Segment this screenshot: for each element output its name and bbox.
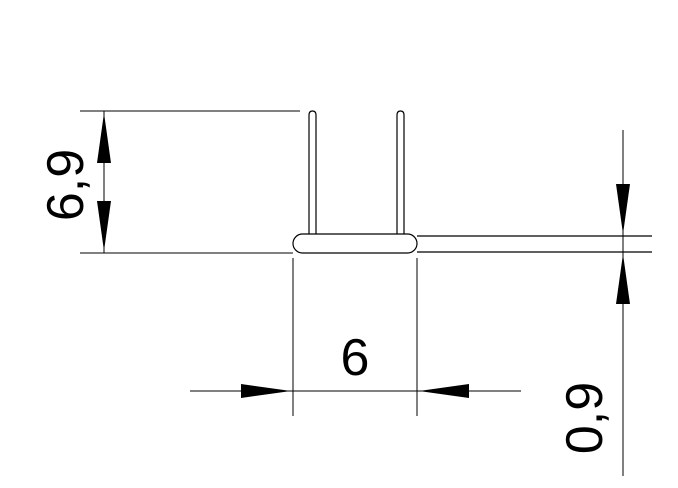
height-arrow-top (97, 113, 111, 163)
thickness-arrow-top (616, 184, 630, 234)
thickness-arrow-bottom (616, 254, 630, 304)
thickness-label: 0,9 (556, 382, 614, 454)
width-dimension: 6 (190, 329, 521, 398)
width-arrow-right (419, 384, 469, 398)
width-label: 6 (341, 329, 370, 387)
thickness-dimension: 0,9 (556, 130, 630, 476)
extension-lines (80, 110, 418, 416)
profile-outline (292, 110, 652, 254)
width-arrow-left (241, 384, 291, 398)
left-fin (308, 110, 317, 234)
height-label: 6,9 (37, 149, 95, 221)
height-dimension: 6,9 (37, 111, 111, 253)
height-arrow-bottom (97, 201, 111, 251)
right-fin (396, 110, 405, 234)
base-bead (292, 233, 418, 254)
